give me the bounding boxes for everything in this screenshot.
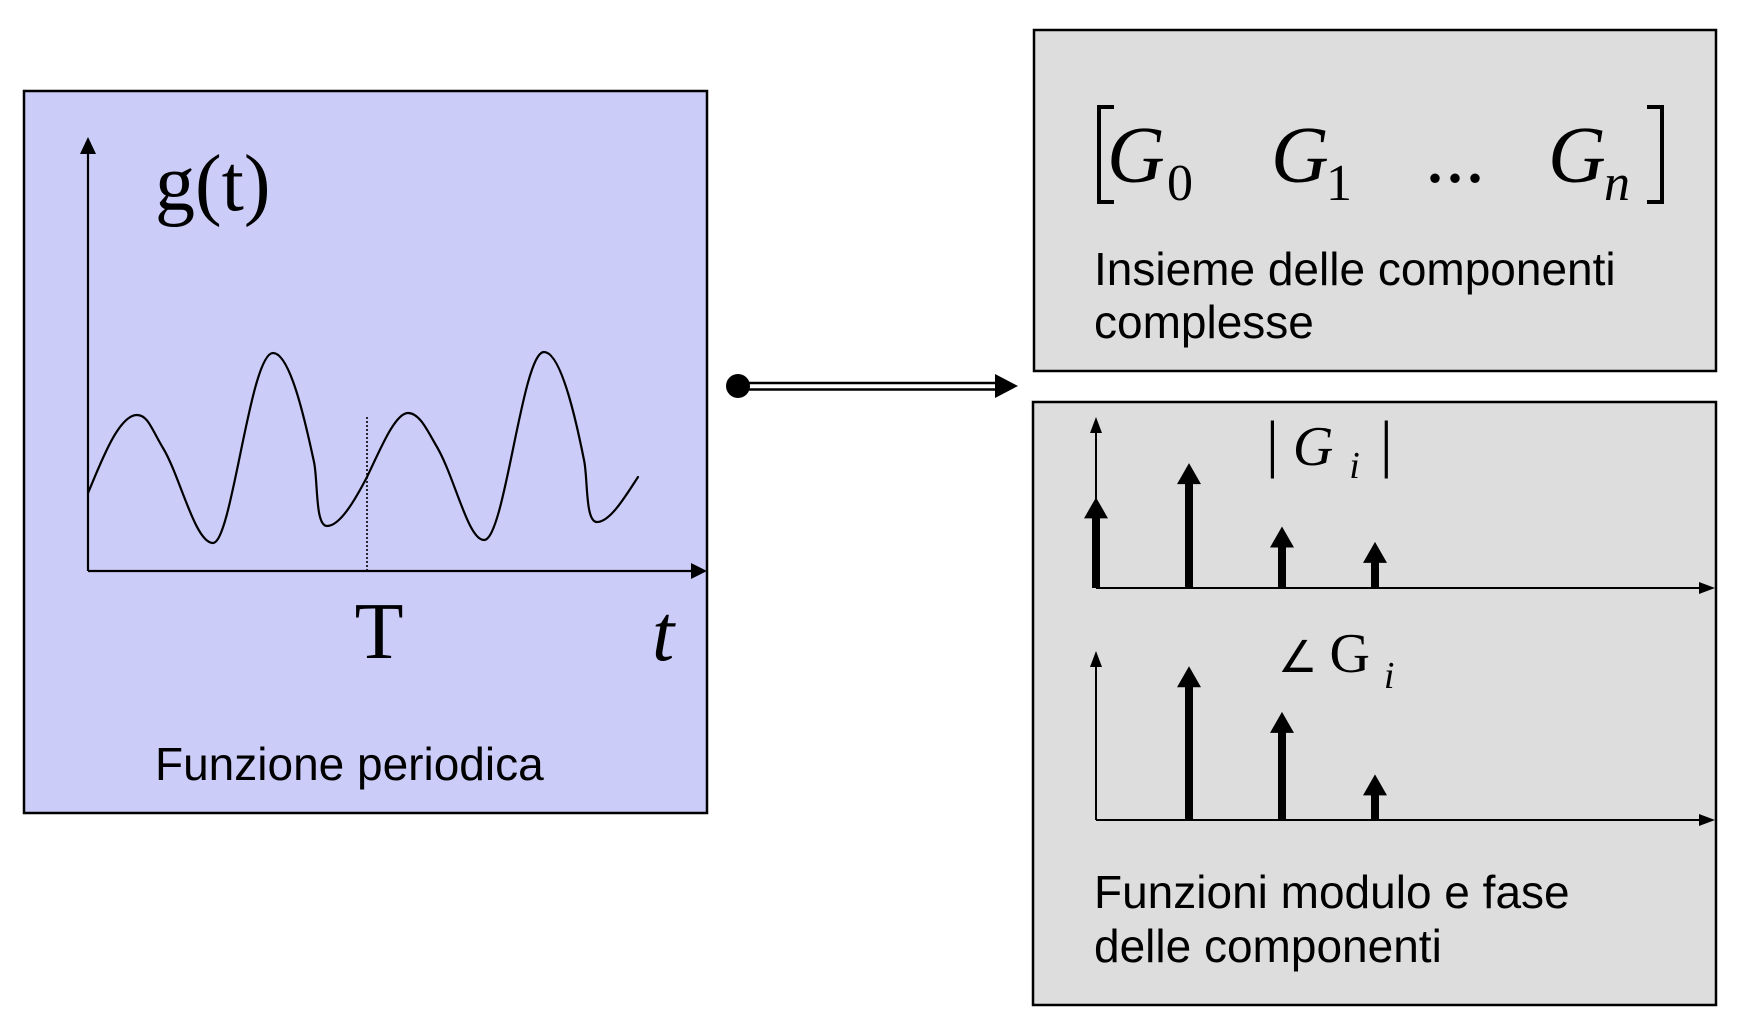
open-bracket-glyph (1097, 105, 1114, 204)
period-label: T (355, 588, 404, 676)
spectrum-caption-line-1: Funzioni modulo e fase (1094, 866, 1570, 918)
phase-y-axis-arrowhead (1090, 651, 1102, 667)
close-bracket-glyph (1647, 105, 1664, 204)
component-gn-subscript: n (1604, 155, 1630, 212)
magnitude-stem-1 (1185, 483, 1193, 588)
component-g0-symbol: G (1107, 112, 1165, 200)
component-gn-symbol: G (1548, 112, 1606, 200)
magnitude-stems (1084, 463, 1387, 588)
phase-stems (1177, 666, 1387, 820)
magnitude-x-axis-arrowhead (1699, 582, 1715, 594)
phase-stem-1 (1185, 686, 1193, 820)
time-x-axis-arrowhead (691, 563, 707, 579)
time-axis-label: t (652, 590, 676, 678)
magnitude-arrowhead-1 (1177, 463, 1201, 485)
component-g1-symbol: G (1271, 112, 1329, 200)
components-panel-background (1032, 28, 1718, 373)
magnitude-stem-0 (1092, 517, 1100, 588)
time-panel-background (22, 89, 709, 815)
phase-arrowhead-3 (1363, 774, 1387, 796)
phase-label: ∠ G i (1278, 623, 1394, 697)
phase-stem-3 (1371, 794, 1379, 820)
arrow-origin-dot-icon (726, 374, 750, 398)
spectrum-caption-line-2: delle componenti (1094, 920, 1442, 972)
component-ellipsis: ... (1425, 112, 1485, 200)
angle-icon: ∠ (1278, 632, 1317, 683)
magnitude-y-axis-arrowhead (1090, 417, 1102, 433)
magnitude-arrowhead-3 (1363, 541, 1387, 563)
components-caption-line-2: complesse (1094, 296, 1314, 348)
spectrum-panel: | G i | ∠ G i Funzioni modulo e fase del… (1031, 400, 1718, 1007)
transform-arrow (726, 374, 1018, 398)
magnitude-stem-2 (1278, 546, 1286, 588)
phase-stem-2 (1278, 731, 1286, 820)
magnitude-arrowhead-2 (1270, 526, 1294, 548)
spectrum-panel-background (1031, 400, 1718, 1007)
time-panel-caption: Funzione periodica (155, 738, 544, 790)
component-g1-subscript: 1 (1326, 155, 1352, 212)
phase-arrowhead-2 (1270, 711, 1294, 733)
magnitude-stem-3 (1371, 561, 1379, 588)
component-g0-subscript: 0 (1167, 155, 1193, 212)
magnitude-label: | G i | (1266, 408, 1393, 492)
periodic-waveform (86, 350, 640, 545)
phase-label-symbol: G (1329, 623, 1369, 685)
time-domain-panel: g(t) T t Funzione periodica (22, 89, 709, 815)
magnitude-label-subscript: i (1349, 445, 1360, 487)
phase-label-subscript: i (1384, 655, 1395, 697)
arrow-head-icon (995, 374, 1018, 398)
function-label: g(t) (155, 140, 271, 228)
magnitude-arrowhead-0 (1084, 497, 1108, 519)
components-caption-line-1: Insieme delle componenti (1094, 243, 1616, 295)
magnitude-label-symbol: G (1293, 416, 1333, 478)
phase-arrowhead-1 (1177, 666, 1201, 688)
time-y-axis-arrowhead (80, 137, 96, 154)
components-panel: [ G 0 G 1 ... G n Insieme delle componen… (1032, 28, 1718, 373)
magnitude-label-close-bar: | (1380, 408, 1393, 479)
magnitude-label-open-bar: | (1266, 408, 1279, 479)
phase-x-axis-arrowhead (1699, 814, 1715, 826)
